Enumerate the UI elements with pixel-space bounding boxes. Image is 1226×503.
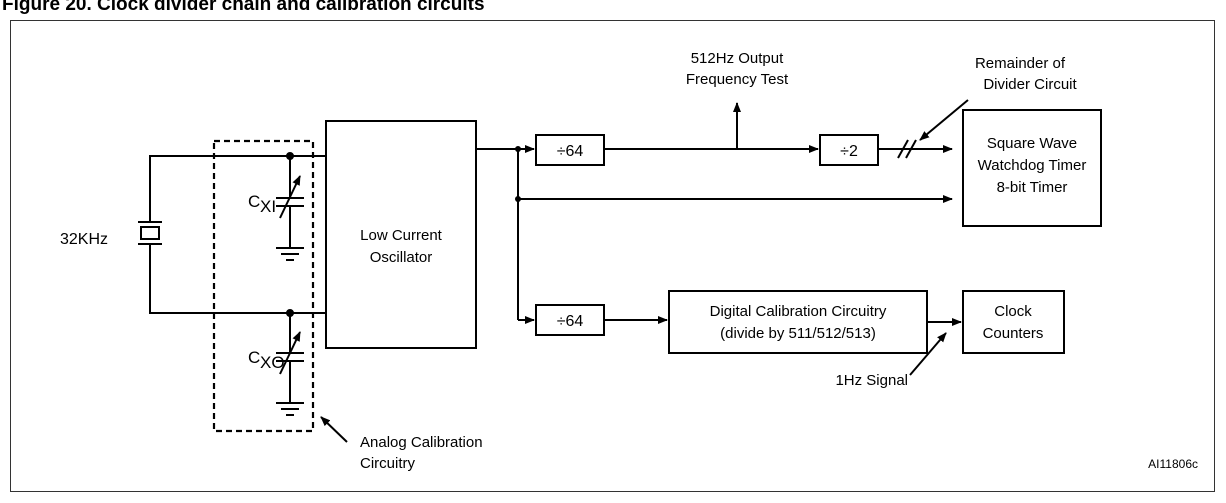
clock-counters-block (962, 290, 1065, 354)
clock-counters-label-line2: Counters (983, 325, 1044, 342)
1hz-pointer-arrow (909, 332, 947, 376)
timers-label-line2: Watchdog Timer (978, 157, 1087, 174)
output-test-label-line2: Frequency Test (686, 71, 789, 88)
junction-top (515, 146, 521, 152)
oscillator-label-line2: Oscillator (370, 249, 433, 266)
analog-cal-label-line1: Analog Calibration (360, 434, 483, 451)
figure-frame (10, 20, 1215, 492)
divider-half-block (819, 134, 879, 166)
output-test-label-line1: 512Hz Output (691, 50, 784, 67)
remainder-pointer-arrow (919, 99, 969, 141)
oscillator-label-line1: Low Current (360, 227, 443, 244)
cxo-label: C (248, 348, 260, 367)
crystal-icon (138, 221, 162, 245)
divider-top-block (535, 134, 605, 166)
bus-slash-2 (905, 139, 917, 159)
cxo-subscript: XO (260, 353, 285, 372)
digital-cal-label-line2: (divide by 511/512/513) (720, 325, 876, 342)
crystal-top-wire (149, 155, 326, 222)
figure-id-code: AI11806c (1148, 457, 1198, 471)
1hz-signal-label: 1Hz Signal (835, 372, 908, 389)
cxi-label: C (248, 192, 260, 211)
crystal-bottom-wire (149, 244, 326, 314)
figure-title: Figure 20. Clock divider chain and calib… (2, 0, 485, 15)
digital-calibration-block (668, 290, 928, 354)
crystal-label: 32KHz (60, 231, 108, 248)
oscillator-block (325, 120, 477, 349)
capacitor-cxo-icon (276, 309, 304, 416)
junction-mid (515, 196, 521, 202)
divider-bottom-label: ÷64 (557, 313, 584, 330)
capacitor-cxi-icon (276, 152, 304, 261)
cxi-subscript: XI (260, 197, 276, 216)
divider-bottom-block (535, 304, 605, 336)
analog-calibration-box (212, 139, 315, 433)
divider-half-label: ÷2 (840, 143, 858, 160)
clock-counters-label-line1: Clock (994, 303, 1032, 320)
bus-slash-1 (897, 139, 909, 159)
digital-cal-label-line1: Digital Calibration Circuitry (710, 303, 887, 320)
remainder-label-line2: Divider Circuit (983, 76, 1077, 93)
analog-cal-pointer-arrow (320, 416, 348, 443)
timers-block (962, 109, 1102, 227)
divider-top-label: ÷64 (557, 143, 584, 160)
remainder-label-line1: Remainder of (975, 55, 1066, 72)
timers-label-line3: 8-bit Timer (997, 179, 1068, 196)
timers-label-line1: Square Wave (987, 135, 1077, 152)
analog-cal-label-line2: Circuitry (360, 455, 415, 472)
